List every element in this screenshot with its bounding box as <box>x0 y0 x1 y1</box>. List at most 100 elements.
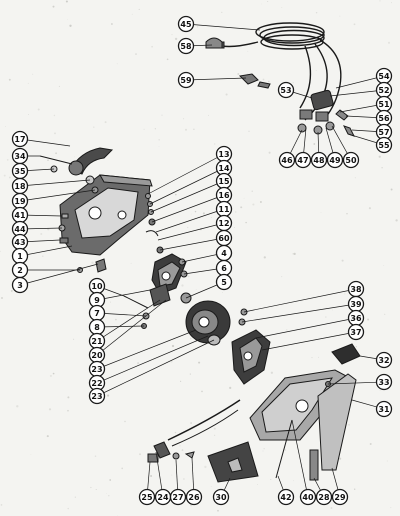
callout-number: 47 <box>297 156 308 165</box>
speckle <box>261 3 263 5</box>
speckle <box>151 45 153 48</box>
speckle <box>135 53 137 56</box>
speckle <box>161 114 163 116</box>
speckle <box>379 389 381 391</box>
callout-30: 30 <box>212 488 230 506</box>
speckle <box>353 23 356 26</box>
speckle <box>210 486 212 487</box>
callout-number: 7 <box>94 309 100 318</box>
cable-clamp-part <box>205 37 223 49</box>
callout-circle <box>375 351 393 369</box>
speckle <box>65 0 68 3</box>
speckle <box>247 73 249 74</box>
callout-number: 10 <box>91 282 103 291</box>
speckle <box>367 318 370 321</box>
callout-35: 35 <box>11 162 29 180</box>
speckle <box>116 63 118 65</box>
speckle <box>390 507 392 509</box>
callout-10: 10 <box>88 277 106 295</box>
speckle <box>95 488 97 491</box>
leader-line-23b <box>96 339 215 397</box>
callout-27: 27 <box>169 488 187 506</box>
wiring-harness-assembly <box>205 22 355 137</box>
callout-number: 29 <box>334 493 346 502</box>
callout-5: 5 <box>215 273 233 291</box>
callout-45: 45 <box>177 15 195 33</box>
speckle <box>292 82 294 84</box>
callout-number: 21 <box>91 337 103 346</box>
callout-number: 12 <box>218 219 229 228</box>
callout-21: 21 <box>88 332 106 350</box>
callout-number: 54 <box>378 72 390 81</box>
callout-19: 19 <box>11 192 29 210</box>
speckle <box>47 159 49 161</box>
callout-51: 51 <box>375 95 393 113</box>
terminal-connector-part <box>238 73 271 89</box>
callout-circle <box>299 488 317 506</box>
callout-number: 59 <box>180 76 192 85</box>
speckle <box>67 18 68 20</box>
callout-number: 32 <box>378 356 389 365</box>
callout-number: 55 <box>378 141 390 150</box>
callout-circle <box>88 387 106 405</box>
harness-plug-body <box>297 89 355 137</box>
speckle <box>131 13 133 15</box>
callout-59: 59 <box>177 71 195 89</box>
callout-55: 55 <box>375 136 393 154</box>
callout-number: 19 <box>14 197 26 206</box>
speckle <box>94 455 97 457</box>
speckle <box>354 488 356 490</box>
callout-circle <box>185 488 203 506</box>
speckle <box>284 449 286 451</box>
callout-number: 1 <box>17 252 23 261</box>
speckle <box>67 396 70 399</box>
callout-47: 47 <box>294 151 312 169</box>
speckle <box>262 450 264 452</box>
speckle <box>109 479 112 481</box>
callout-28: 28 <box>315 488 333 506</box>
throttle-cable-hardware <box>147 399 319 483</box>
speckle <box>268 80 270 83</box>
speckle <box>348 424 350 426</box>
speckle <box>339 15 341 17</box>
speckle <box>49 374 52 377</box>
speckle <box>187 226 189 229</box>
callout-number: 14 <box>218 164 230 173</box>
callout-circle <box>347 323 365 341</box>
speckle <box>368 207 371 210</box>
callout-circle <box>277 81 295 99</box>
leader-line-11 <box>155 208 225 233</box>
callout-2: 2 <box>11 261 29 279</box>
callout-circle <box>11 276 29 294</box>
handle-arm-part <box>68 147 114 176</box>
callout-number: 18 <box>14 182 26 191</box>
speckle <box>189 337 192 340</box>
callout-number: 56 <box>378 114 390 123</box>
speckle <box>189 373 191 375</box>
speckle <box>259 201 262 203</box>
speckle <box>69 24 72 27</box>
callout-number: 16 <box>218 191 230 200</box>
callout-number: 42 <box>280 493 291 502</box>
callout-43: 43 <box>11 233 29 251</box>
speckle <box>74 156 75 158</box>
leader-line-60 <box>159 237 225 251</box>
speckle <box>138 8 140 10</box>
callout-circle <box>177 71 195 89</box>
callout-44: 44 <box>11 220 29 238</box>
speckle <box>222 292 224 294</box>
speckle <box>150 475 153 477</box>
speckle <box>30 454 32 455</box>
speckle <box>318 356 319 358</box>
callout-number: 50 <box>345 156 357 165</box>
callout-number: 60 <box>218 234 230 243</box>
speckle <box>381 167 383 169</box>
callout-number: 58 <box>180 42 192 51</box>
leader-line-19 <box>19 189 96 202</box>
callout-number: 33 <box>378 378 389 387</box>
callout-48: 48 <box>310 151 328 169</box>
leader-line-23 <box>96 329 197 370</box>
speckle <box>369 443 372 445</box>
callout-circle <box>375 373 393 391</box>
speckle <box>386 460 388 462</box>
